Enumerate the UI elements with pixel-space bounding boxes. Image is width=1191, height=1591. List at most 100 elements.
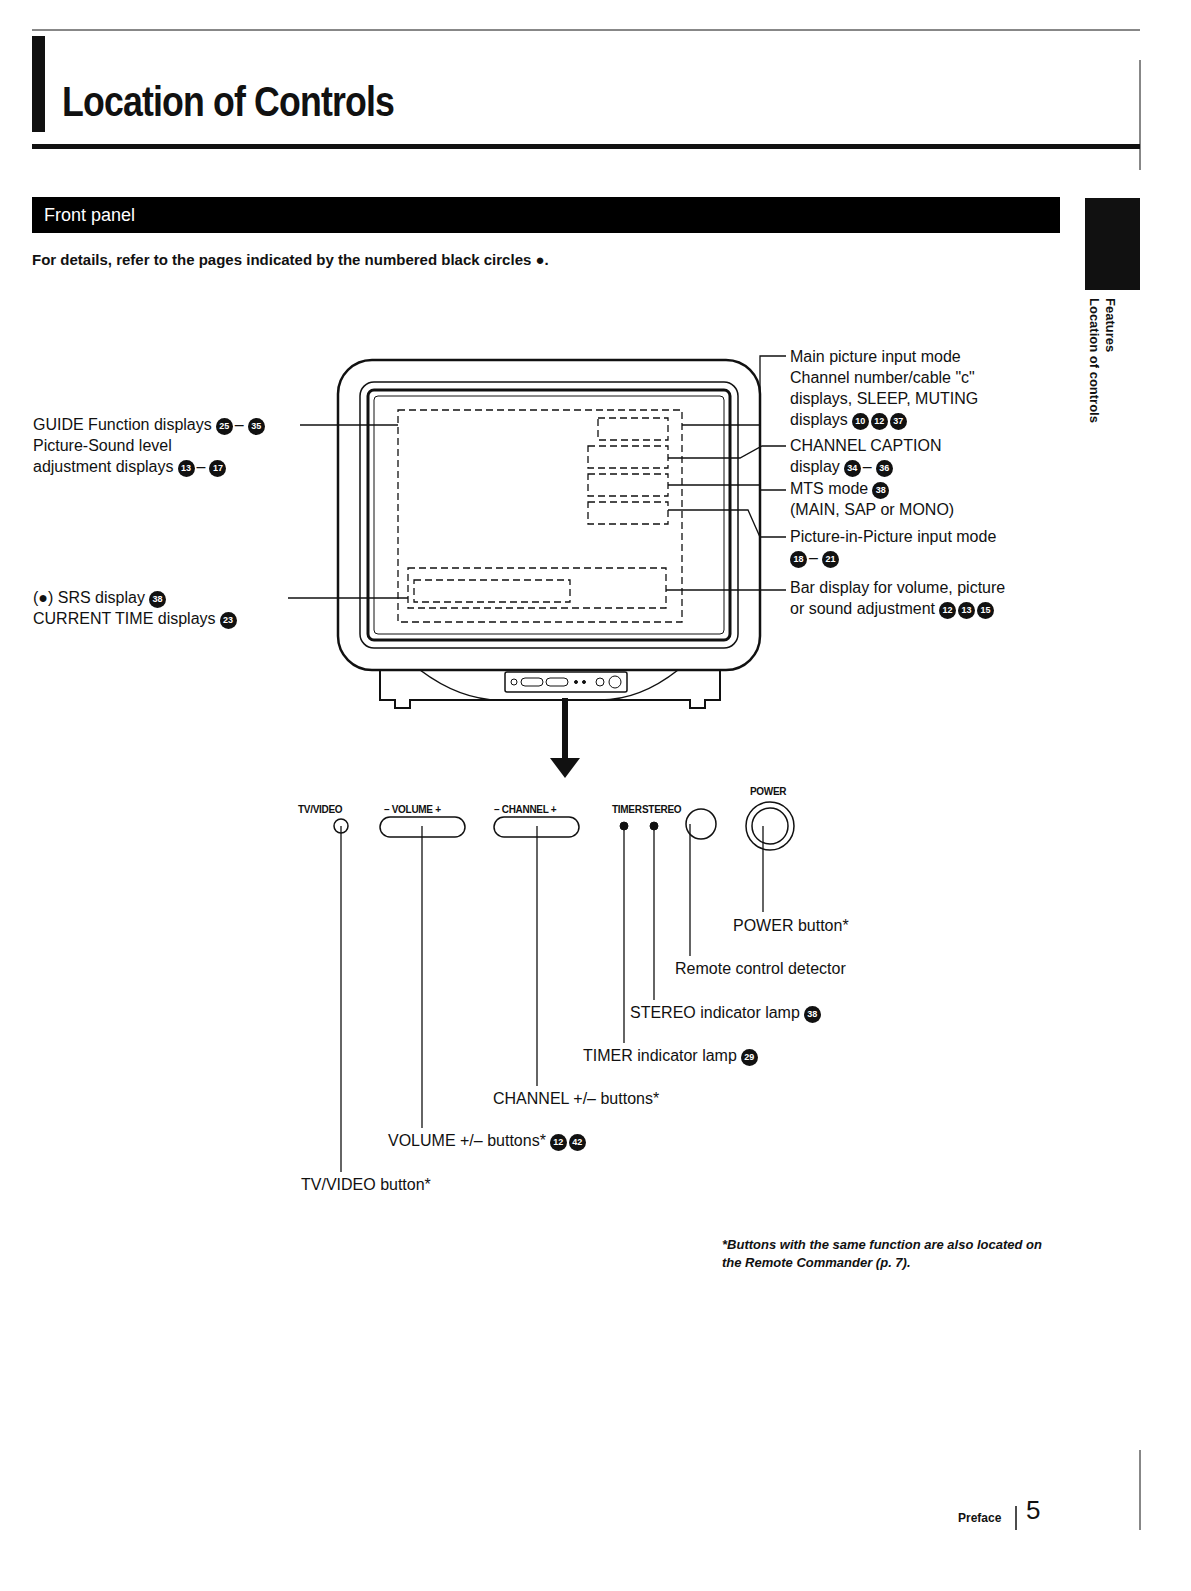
label: TV/VIDEO — [298, 804, 342, 815]
label: MTS mode — [790, 480, 868, 497]
label: TIMER indicator lamp — [583, 1047, 737, 1064]
label: Main picture input mode — [790, 348, 961, 365]
control-strip — [505, 672, 627, 692]
callout: CURRENT TIME displays23 — [33, 609, 239, 629]
label: 5 — [1026, 1495, 1040, 1525]
callout: (●) SRS display38 — [33, 588, 168, 608]
edge-rule — [1140, 1450, 1141, 1530]
callout-number: 38 — [804, 1006, 821, 1023]
callout-number: 29 — [741, 1049, 758, 1066]
callout-number: 13 — [958, 602, 975, 619]
strip-button — [511, 679, 517, 685]
label: (●) SRS display — [33, 589, 145, 606]
label: POWER button* — [733, 917, 849, 934]
label: – — [235, 416, 244, 433]
strip-power — [609, 676, 621, 688]
callout: adjustment displays13–17 — [33, 457, 228, 477]
edge-rule — [1140, 60, 1141, 170]
label: Channel number/cable "c" — [790, 369, 975, 386]
callout-number: 38 — [149, 591, 166, 608]
instruction: For details, refer to the pages indicate… — [32, 250, 553, 270]
leader-line — [341, 824, 763, 1172]
strip-detector — [596, 678, 604, 686]
callout-number: 42 — [569, 1134, 586, 1151]
callout-number: 34 — [844, 460, 861, 477]
callout-number: 38 — [872, 482, 889, 499]
callout: displays, SLEEP, MUTING — [790, 389, 982, 409]
panel-marking: TIMER — [612, 800, 646, 820]
label: Preface — [958, 1511, 1001, 1525]
callout-number: 12 — [939, 602, 956, 619]
callout: Picture-in-Picture input mode — [790, 527, 1000, 547]
screen — [368, 390, 730, 640]
section-band: Front panel — [32, 197, 1060, 233]
callout: GUIDE Function displays25–35 — [33, 415, 267, 435]
callout-number: 15 — [977, 602, 994, 619]
callout: TIMER indicator lamp29 — [583, 1046, 760, 1066]
callout-number: 13 — [178, 460, 195, 477]
callout: (MAIN, SAP or MONO) — [790, 500, 958, 520]
panel-marking: STEREO — [642, 800, 685, 820]
label: (MAIN, SAP or MONO) — [790, 501, 954, 518]
callout: TV/VIDEO button* — [301, 1175, 435, 1195]
panel-marking: – CHANNEL + — [494, 800, 560, 820]
tv-cabinet — [338, 360, 760, 670]
callout: 18–21 — [790, 548, 841, 568]
callout: or sound adjustment121315 — [790, 599, 996, 619]
callout-number: 36 — [876, 460, 893, 477]
panel-marking: TV/VIDEO — [298, 800, 346, 820]
label: TIMER — [612, 804, 642, 815]
callout-number: 25 — [216, 418, 233, 435]
side-tab — [1085, 198, 1140, 290]
zoom-arrow — [562, 698, 568, 760]
top-rule — [32, 30, 1140, 31]
label: Location of controls — [1087, 298, 1102, 423]
callout-number: 10 — [852, 413, 869, 430]
label: VOLUME +/– buttons* — [388, 1132, 546, 1149]
callout-number: 37 — [890, 413, 907, 430]
callout-number: 18 — [790, 551, 807, 568]
label: displays, SLEEP, MUTING — [790, 390, 978, 407]
screen-inner — [374, 396, 724, 634]
label: TV/VIDEO button* — [301, 1176, 431, 1193]
callout-number: 23 — [220, 612, 237, 629]
side-tab-text: Features — [1102, 298, 1118, 356]
callout: Channel number/cable "c" — [790, 368, 979, 388]
stand-curve — [420, 670, 678, 700]
callout-number: 35 — [248, 418, 265, 435]
label: Picture-Sound level — [33, 437, 172, 454]
page-number: 5 — [1026, 1500, 1044, 1520]
page-section: Preface — [958, 1508, 1005, 1528]
tv-stand — [380, 670, 720, 708]
strip-lamp — [575, 681, 578, 684]
title-rule — [32, 144, 1140, 149]
label: Picture-in-Picture input mode — [790, 528, 996, 545]
label: – — [197, 458, 206, 475]
display-areas — [398, 410, 682, 622]
label: GUIDE Function displays — [33, 416, 212, 433]
callout-number: 12 — [550, 1134, 567, 1151]
label: displays — [790, 411, 848, 428]
callout-number: 12 — [871, 413, 888, 430]
label: For details, refer to the pages indicate… — [32, 251, 549, 268]
power-button — [746, 802, 794, 850]
label: Features — [1103, 298, 1118, 352]
panel-marking: – VOLUME + — [384, 800, 445, 820]
callout: CHANNEL CAPTION — [790, 436, 945, 456]
footnote: *Buttons with the same function are also… — [722, 1236, 1042, 1272]
strip-lamp — [583, 681, 586, 684]
callout: STEREO indicator lamp38 — [630, 1003, 823, 1023]
title-bar — [32, 36, 45, 132]
panel-marking: POWER — [750, 782, 790, 802]
callout: Picture-Sound level — [33, 436, 176, 456]
callout: Bar display for volume, picture — [790, 578, 1009, 598]
callout: display34–36 — [790, 457, 895, 477]
label: Remote control detector — [675, 960, 846, 977]
label: – — [863, 458, 872, 475]
callout: Remote control detector — [675, 959, 850, 979]
label: *Buttons with the same function are also… — [722, 1237, 1042, 1270]
callout: VOLUME +/– buttons*1242 — [388, 1131, 588, 1151]
label: POWER — [750, 786, 786, 797]
strip-button — [521, 678, 543, 686]
